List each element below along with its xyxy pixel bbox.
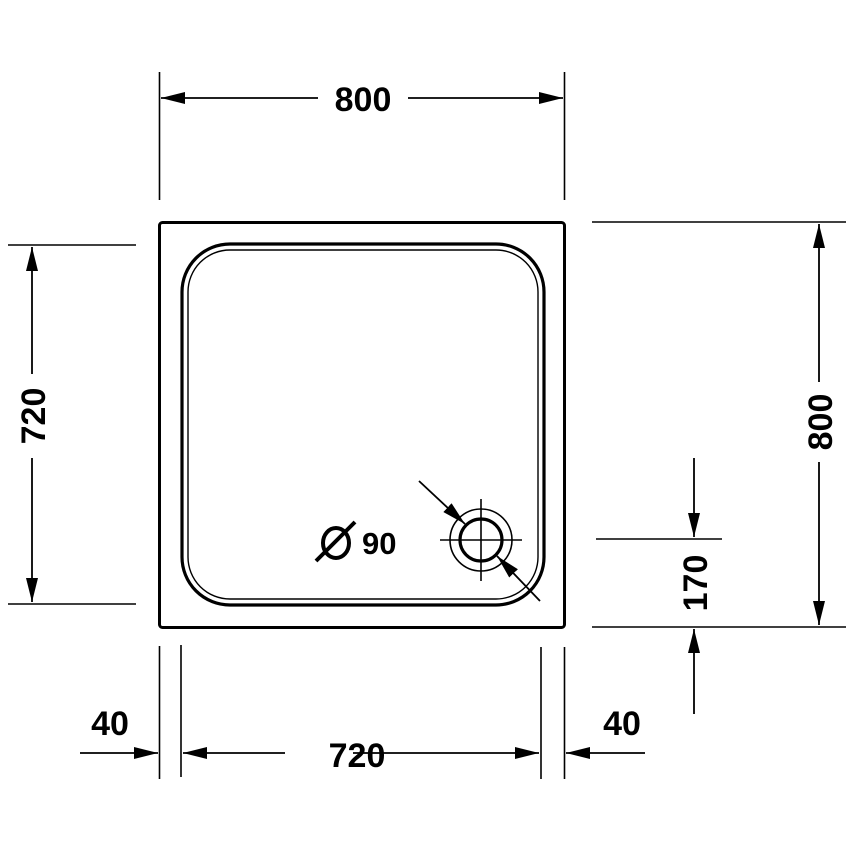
drain-diameter-label: 90 [314, 520, 396, 563]
tray-outline [158, 221, 566, 629]
overall-depth-label: 800 [802, 394, 840, 451]
dimension-rim-left: 40 [80, 705, 158, 759]
diameter-symbol-icon [314, 520, 357, 563]
inner-depth-label: 720 [15, 388, 53, 445]
drain-circle-icon [418, 480, 541, 602]
basin-outline [180, 242, 546, 607]
dimension-inner-depth: 720 [8, 244, 136, 605]
drain-diameter-value: 90 [362, 526, 396, 561]
dimension-inner-width: 720 [183, 737, 539, 775]
dimension-drain-offset: 170 [596, 458, 722, 714]
dimension-bottom-chain: 40 720 40 [80, 645, 645, 779]
inner-width-label: 720 [329, 737, 386, 775]
rim-left-label: 40 [91, 705, 129, 743]
overall-width-label: 800 [335, 81, 392, 119]
drain-offset-label: 170 [677, 555, 715, 612]
dimension-overall-width: 800 [158, 72, 566, 200]
dimension-rim-right: 40 [566, 705, 645, 759]
rim-right-label: 40 [603, 705, 641, 743]
dimension-overall-depth: 800 [592, 221, 846, 628]
